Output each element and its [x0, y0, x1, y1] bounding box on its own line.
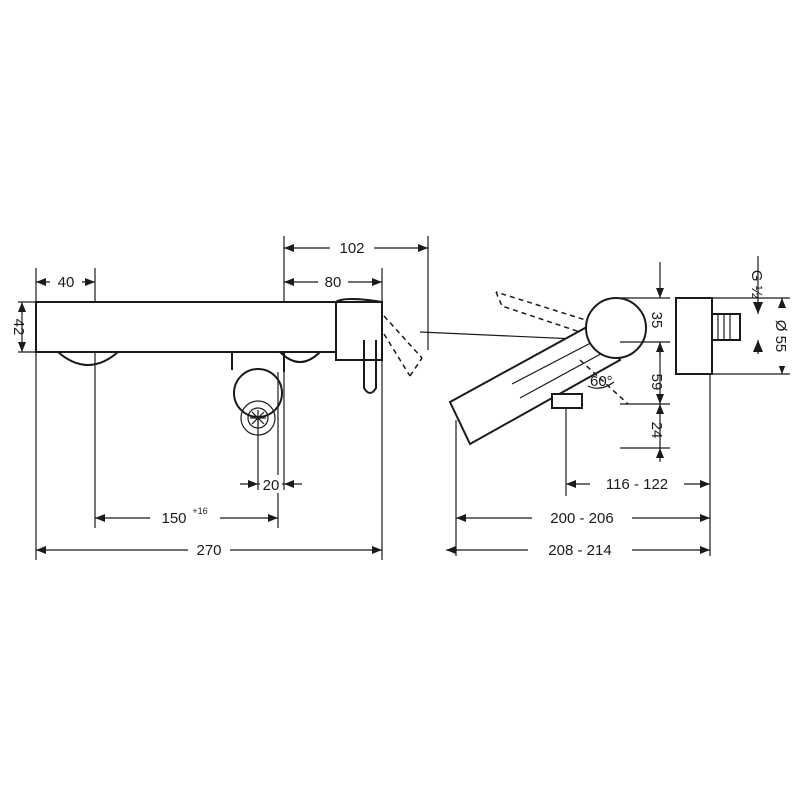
dim-42: 42: [10, 302, 27, 352]
dim-40-label: 40: [58, 274, 75, 291]
mixer-body: [35, 301, 337, 353]
dim-102-label: 102: [339, 240, 364, 257]
dim-200-206-label: 200 - 206: [550, 510, 613, 527]
dim-59-label: 59: [648, 374, 665, 391]
dim-55-label: Ø 55: [772, 320, 789, 353]
ext-lines-55: [712, 297, 790, 375]
dim-24: 24: [648, 404, 665, 462]
handle-top: [335, 298, 383, 303]
spout-nut: [551, 393, 583, 409]
hub-circle: [585, 297, 647, 359]
left-lobe: [57, 351, 119, 366]
dim-thread: G ½: [748, 256, 765, 354]
handle-lever: [363, 340, 377, 394]
spout: [448, 320, 622, 446]
angle-arc: [587, 381, 615, 389]
dim-208-214: 208 - 214: [446, 540, 710, 559]
ext-line-42: [18, 301, 36, 353]
spout-edge: [511, 335, 609, 399]
dim-20-label: 20: [263, 477, 280, 494]
dim-150-label: 150: [161, 510, 186, 527]
dim-24-label: 24: [648, 422, 665, 439]
dim-thread-label: G ½: [748, 270, 765, 299]
wall-connector: [675, 297, 713, 375]
outlet-neck: [231, 352, 285, 372]
dim-150-tolerance: +16: [192, 506, 207, 516]
right-lobe: [279, 351, 321, 363]
outlet-housing: [233, 368, 283, 418]
dim-80: 80: [284, 272, 382, 291]
dim-35-label: 35: [648, 312, 665, 329]
handle-body: [335, 301, 383, 361]
side-lever-dashed: [495, 291, 593, 335]
dim-42-label: 42: [10, 319, 27, 336]
thread-connector: [711, 313, 741, 341]
angle-line: [579, 359, 629, 405]
dim-270-label: 270: [196, 542, 221, 559]
dim-55: Ø 55: [772, 298, 790, 374]
dim-40: 40: [36, 272, 95, 291]
dim-35: 35: [648, 262, 665, 356]
dim-20: 20: [240, 475, 302, 494]
ext-line-20: [257, 372, 285, 490]
dim-80-label: 80: [325, 274, 342, 291]
thread-lines: [717, 314, 731, 340]
dim-102: 102: [284, 238, 428, 257]
dim-270: 270: [36, 540, 382, 559]
front-view: 40 42 102 80: [10, 236, 599, 560]
side-view: 60° 35 59 24: [446, 256, 790, 559]
dim-60-label: 60°: [590, 373, 613, 390]
lever-dashed-position: [383, 315, 423, 377]
dim-150: 150 +16: [95, 506, 278, 527]
dim-200-206: 200 - 206: [456, 508, 710, 527]
dim-116-122: 116 - 122: [566, 474, 710, 493]
dim-116-122-label: 116 - 122: [606, 476, 668, 493]
dim-59: 59: [648, 342, 665, 404]
dim-208-214-label: 208 - 214: [548, 542, 611, 559]
ext-lines-vertical-dims: [620, 297, 670, 449]
